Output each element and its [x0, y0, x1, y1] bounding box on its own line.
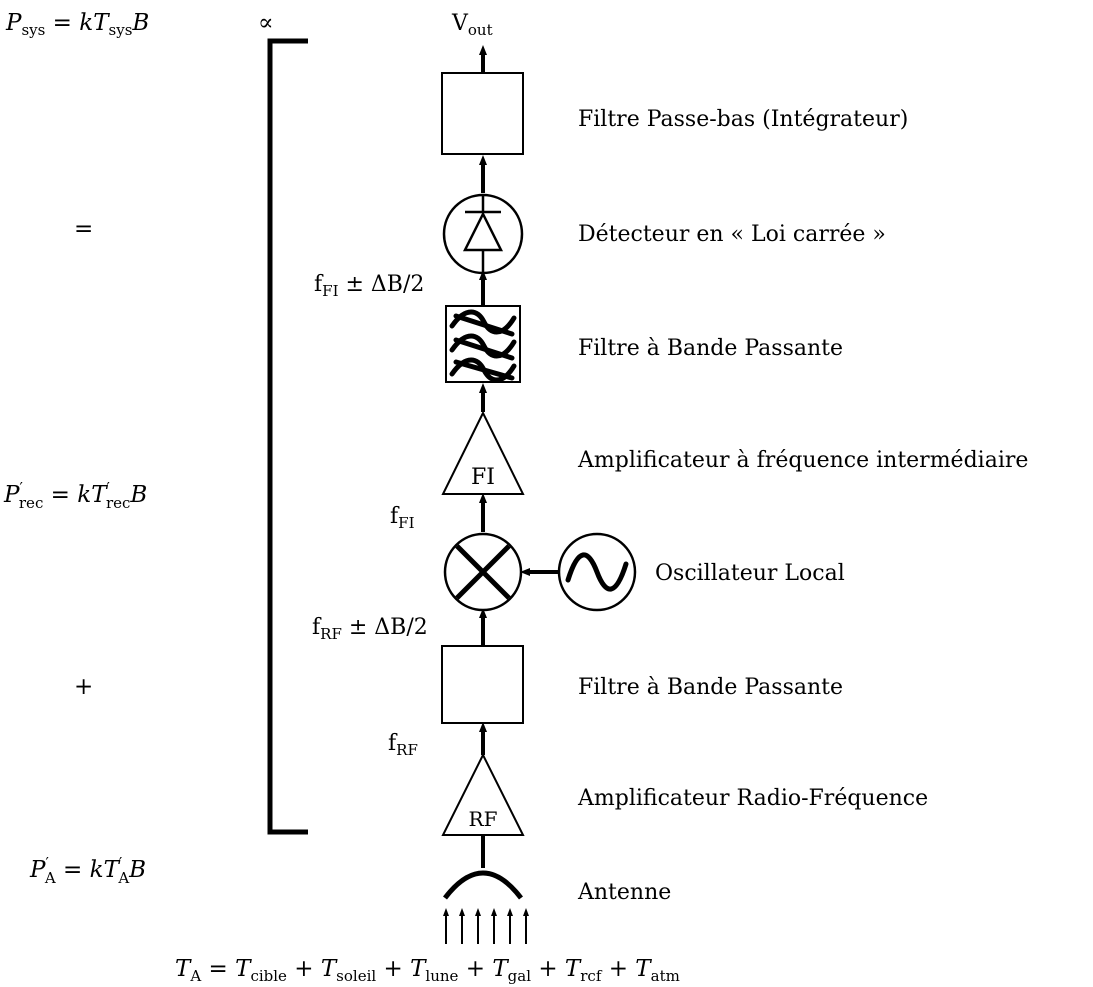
lowpass-filter-label: Filtre Passe-bas (Intégrateur): [578, 107, 908, 132]
equals-symbol: =: [74, 216, 93, 242]
local-oscillator-label: Oscillateur Local: [655, 561, 845, 586]
if-bandpass-label: Filtre à Bande Passante: [578, 336, 843, 361]
if-band-signal-label: fFI ± ΔB/2: [314, 272, 424, 300]
if-amplifier-label: Amplificateur à fréquence intermédiaire: [577, 448, 1028, 473]
rf-amplifier-label: Amplificateur Radio-Fréquence: [577, 786, 928, 811]
equation-p-a: P′A = kT′AB: [29, 854, 146, 887]
rf-amplifier-symbol: RF: [469, 807, 498, 831]
if-bandpass-filter-icon: [445, 305, 521, 383]
local-oscillator-icon: [557, 532, 637, 612]
detector-label: Détecteur en « Loi carrée »: [578, 222, 886, 247]
rf-band-signal-label: fRF ± ΔB/2: [312, 615, 428, 643]
output-label: Vout: [451, 11, 493, 39]
rf-signal-label: fRF: [388, 731, 418, 759]
proportional-symbol: ∝: [258, 10, 274, 36]
if-amplifier-symbol: FI: [471, 465, 495, 490]
if-amplifier-triangle: [441, 410, 525, 495]
detector-diode-icon: [442, 193, 524, 275]
lowpass-filter-box: [441, 72, 524, 155]
mixer-icon: [443, 532, 523, 612]
rf-bandpass-label: Filtre à Bande Passante: [578, 675, 843, 700]
equation-t-a: TA = Tcible + Tsoleil + Tlune + Tgal + T…: [175, 956, 680, 985]
equation-p-rec: P′rec = kT′recB: [3, 479, 147, 512]
antenna-dish-icon: [443, 870, 523, 900]
antenna-label: Antenne: [577, 880, 671, 905]
rf-amplifier-triangle: [441, 752, 525, 836]
if-signal-label: fFI: [390, 504, 415, 532]
incoming-radiation-arrows: [443, 908, 529, 944]
rf-bandpass-filter-box: [441, 645, 524, 724]
signal-arrows: [479, 45, 560, 868]
plus-symbol: +: [74, 674, 93, 700]
equation-p-sys: Psys = kTsysB: [5, 10, 149, 39]
system-bracket: [267, 38, 308, 835]
